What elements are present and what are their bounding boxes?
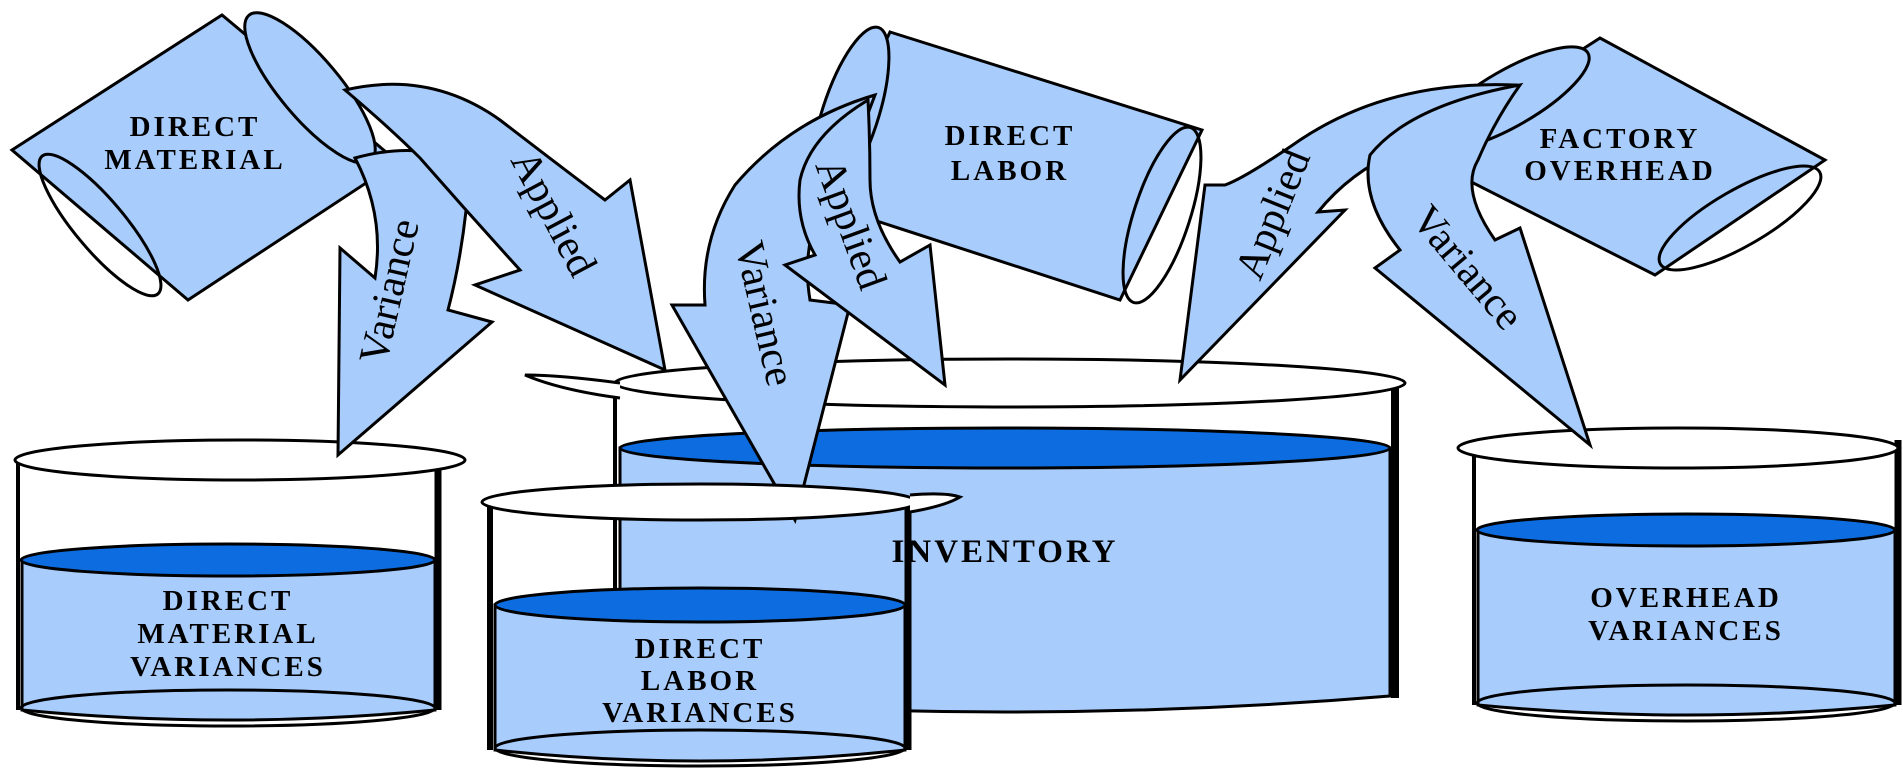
factory-overhead-line2: OVERHEAD [1524,155,1716,187]
factory-overhead-line1: FACTORY [1540,123,1701,155]
material-variance-arrow: Variance [336,149,496,459]
dmv-label-line1: DIRECT [163,585,294,617]
direct-labor-line1: DIRECT [945,120,1076,152]
direct-material-line1: DIRECT [130,111,261,143]
ohv-label-line2: VARIANCES [1588,615,1784,647]
dmv-label-line2: MATERIAL [137,618,318,650]
overhead-variances-beaker: OVERHEAD VARIANCES [1456,426,1902,723]
direct-material-line2: MATERIAL [104,144,285,176]
material-applied-arrow: Applied [341,82,667,373]
direct-material-variances-beaker: DIRECT MATERIAL VARIANCES [13,438,467,728]
inventory-label: INVENTORY [892,534,1119,570]
dlv-label-line2: LABOR [641,665,759,697]
direct-material-container: DIRECT MATERIAL [9,11,401,302]
dmv-label-line3: VARIANCES [130,651,326,683]
dlv-label-line1: DIRECT [635,633,766,665]
ohv-label-line1: OVERHEAD [1590,582,1782,614]
direct-labor-line2: LABOR [951,155,1069,187]
direct-labor-variances-beaker: DIRECT LABOR VARIANCES [480,482,964,768]
dlv-label-line3: VARIANCES [602,697,798,729]
